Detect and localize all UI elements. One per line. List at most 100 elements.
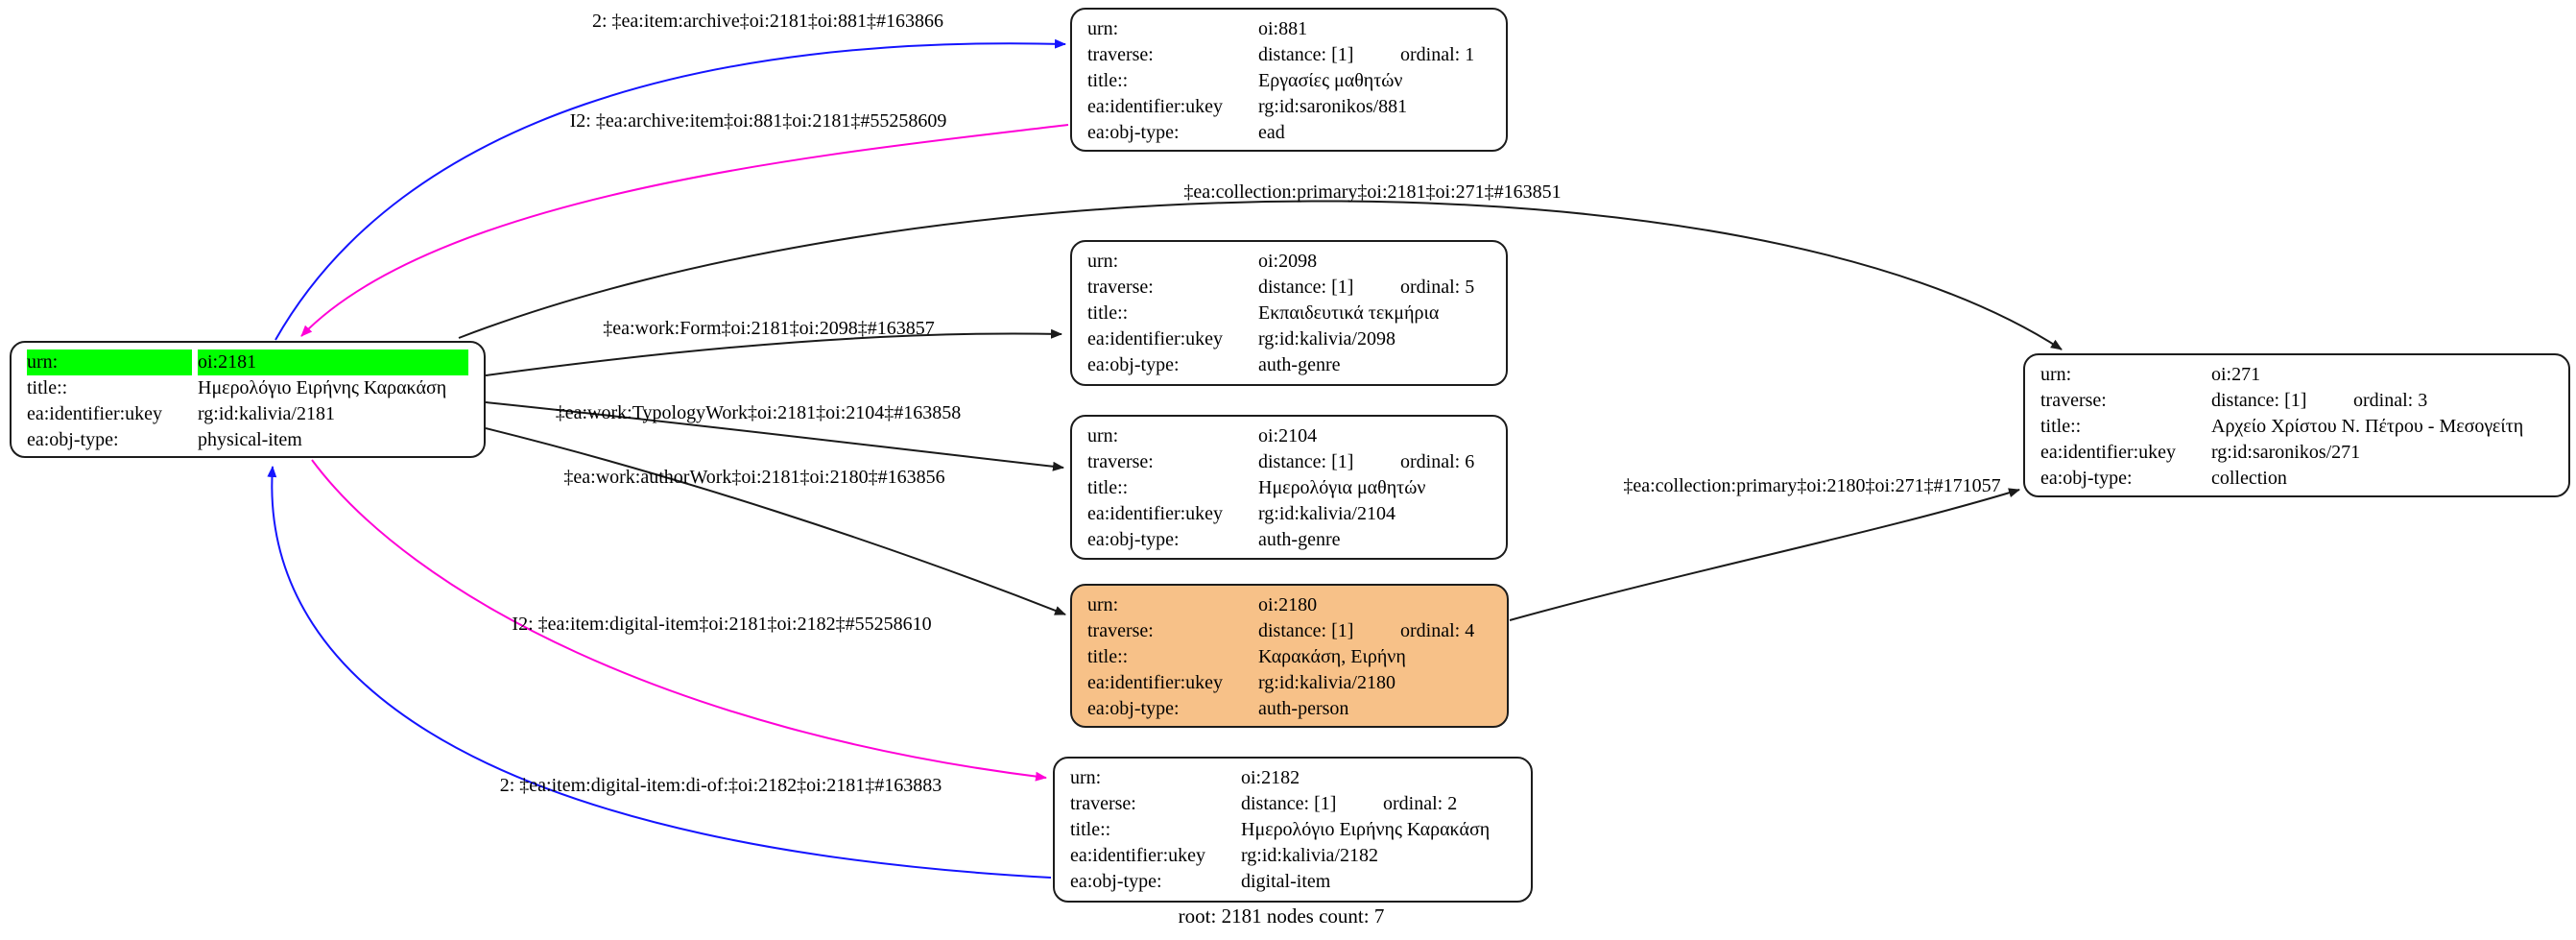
field-key: ea:identifier:ukey bbox=[1087, 328, 1224, 349]
field-value: Ημερολόγιο Ειρήνης Καρακάση bbox=[1241, 819, 1491, 840]
field-key: traverse: bbox=[2040, 390, 2107, 411]
field-value: oi:2181 bbox=[198, 349, 468, 375]
edge-collection-primary-2180 bbox=[1509, 488, 2020, 621]
field-value: Ημερολόγιο Ειρήνης Καρακάση bbox=[198, 377, 447, 398]
node-row: title::Εργασίες μαθητών bbox=[1072, 68, 1506, 94]
field-value: distance: [1] ordinal: 5 bbox=[1258, 275, 1491, 301]
field-value: physical-item bbox=[198, 429, 302, 450]
field-key: ea:obj-type: bbox=[1087, 122, 1180, 143]
field-key: ea:identifier:ukey bbox=[2040, 442, 2177, 463]
field-value: Ημερολόγια μαθητών bbox=[1258, 477, 1426, 498]
node-row: urn:oi:2182 bbox=[1055, 765, 1531, 791]
field-value: oi:2104 bbox=[1258, 425, 1318, 446]
field-value: distance: [1] ordinal: 4 bbox=[1258, 618, 1491, 644]
edge-label-item-archive: 2: ‡ea:item:archive‡oi:2181‡oi:881‡#1638… bbox=[591, 11, 944, 32]
edge-work-form bbox=[485, 328, 1062, 376]
node-row: traverse: distance: [1]ordinal: 2 bbox=[1055, 791, 1531, 817]
traverse-ordinal: ordinal: 4 bbox=[1400, 620, 1475, 641]
field-value: auth-person bbox=[1258, 698, 1349, 719]
node-row: urn:oi:271 bbox=[2025, 362, 2568, 388]
field-key: ea:obj-type: bbox=[27, 429, 119, 450]
node-row: ea:obj-type: physical-item bbox=[12, 427, 484, 453]
node-row: traverse: distance: [1] ordinal: 4 bbox=[1072, 618, 1507, 644]
field-key: urn: bbox=[1087, 594, 1119, 615]
node-row: ea:obj-type: digital-item bbox=[1055, 869, 1531, 895]
edge-archive-item bbox=[300, 124, 1069, 337]
traverse-ordinal: ordinal: 2 bbox=[1383, 793, 1458, 814]
field-key: title:: bbox=[1087, 70, 1129, 91]
field-value: auth-genre bbox=[1258, 529, 1341, 550]
field-value: rg:id:saronikos/881 bbox=[1258, 96, 1408, 117]
field-value: rg:id:kalivia/2104 bbox=[1258, 503, 1395, 524]
field-key: urn: bbox=[2040, 364, 2072, 385]
field-value: rg:id:saronikos/271 bbox=[2211, 442, 2361, 463]
node-row: urn:oi:881 bbox=[1072, 16, 1506, 42]
node-row: traverse:distance: [1]ordinal: 6 bbox=[1072, 449, 1506, 475]
field-value: digital-item bbox=[1241, 871, 1331, 892]
traverse-distance: distance: [1] bbox=[1258, 44, 1354, 65]
field-key: ea:obj-type: bbox=[1087, 698, 1180, 719]
field-key: ea:obj-type: bbox=[1070, 871, 1162, 892]
node-row: title::Ημερολόγιο Ειρήνης Καρακάση bbox=[1055, 817, 1531, 843]
node-row: title::Καρακάση, Ειρήνη bbox=[1072, 644, 1507, 670]
node-row: title::Αρχείο Χρίστου Ν. Πέτρου - Μεσογε… bbox=[2025, 414, 2568, 440]
edge-collection-primary-2181 bbox=[458, 200, 2063, 350]
field-key: urn: bbox=[27, 349, 192, 375]
node-row: title::Ημερολόγια μαθητών bbox=[1072, 475, 1506, 501]
traverse-ordinal: ordinal: 1 bbox=[1400, 44, 1475, 65]
field-key: title:: bbox=[2040, 416, 2082, 437]
field-value: oi:2182 bbox=[1241, 767, 1300, 788]
node-row: ea:identifier:ukey rg:id:saronikos/881 bbox=[1072, 94, 1506, 120]
field-key: title:: bbox=[1087, 302, 1129, 324]
node-row: traverse:distance: [1]ordinal: 5 bbox=[1072, 275, 1506, 301]
field-key: title:: bbox=[1087, 477, 1129, 498]
node-row: title::Ημερολόγιο Ειρήνης Καρακάση bbox=[12, 375, 484, 401]
field-key: title:: bbox=[27, 377, 68, 398]
traverse-distance: distance: [1] bbox=[1258, 620, 1354, 641]
field-value: oi:2180 bbox=[1258, 594, 1318, 615]
edge-label-work-typologywork: ‡ea:work:TypologyWork‡oi:2181‡oi:2104‡#1… bbox=[555, 402, 962, 423]
field-value: Εκπαιδευτικά τεκμήρια bbox=[1258, 302, 1440, 324]
edge-label-archive-item: I2: ‡ea:archive:item‡oi:881‡oi:2181‡#552… bbox=[569, 110, 947, 132]
traverse-distance: distance: [1] bbox=[1258, 277, 1354, 298]
node-row: ea:obj-type: auth-person bbox=[1072, 696, 1507, 722]
traverse-ordinal: ordinal: 5 bbox=[1400, 277, 1475, 298]
field-value: Εργασίες μαθητών bbox=[1258, 70, 1403, 91]
field-value: distance: [1]ordinal: 2 bbox=[1241, 791, 1515, 817]
node-row: ea:obj-type:collection bbox=[2025, 466, 2568, 492]
field-key: traverse: bbox=[1087, 620, 1154, 641]
node-oi-2180[interactable]: urn: oi:2180 traverse: distance: [1] ordinal… bbox=[1070, 584, 1509, 728]
field-key: ea:identifier:ukey bbox=[1070, 845, 1206, 866]
node-row: ea:identifier:ukey rg:id:saronikos/271 bbox=[2025, 440, 2568, 466]
edge-work-typologywork bbox=[485, 401, 1064, 471]
edge-item-archive bbox=[274, 38, 1066, 341]
edge-label-work-authorwork: ‡ea:work:authorWork‡oi:2181‡oi:2180‡#163… bbox=[563, 467, 945, 488]
field-value: rg:id:kalivia/2182 bbox=[1241, 845, 1378, 866]
field-value: auth-genre bbox=[1258, 354, 1341, 375]
node-row: traverse:distance: [1]ordinal: 1 bbox=[1072, 42, 1506, 68]
node-row: ea:obj-type:auth-genre bbox=[1072, 527, 1506, 553]
field-key: traverse: bbox=[1070, 793, 1136, 814]
traverse-ordinal: ordinal: 6 bbox=[1400, 451, 1475, 472]
field-key: ea:identifier:ukey bbox=[27, 403, 163, 424]
node-row: urn:oi:2104 bbox=[1072, 423, 1506, 449]
graph-footer-label: root: 2181 nodes count: 7 bbox=[1178, 904, 1385, 928]
field-key: ea:identifier:ukey bbox=[1087, 96, 1224, 117]
node-row: urn:oi:2098 bbox=[1072, 249, 1506, 275]
traverse-ordinal: ordinal: 3 bbox=[2353, 390, 2428, 411]
edge-label-item-digital-item: I2: ‡ea:item:digital-item‡oi:2181‡oi:218… bbox=[512, 614, 932, 635]
traverse-distance: distance: [1] bbox=[2211, 390, 2307, 411]
field-value: ead bbox=[1258, 122, 1285, 143]
field-key: urn: bbox=[1087, 251, 1119, 272]
